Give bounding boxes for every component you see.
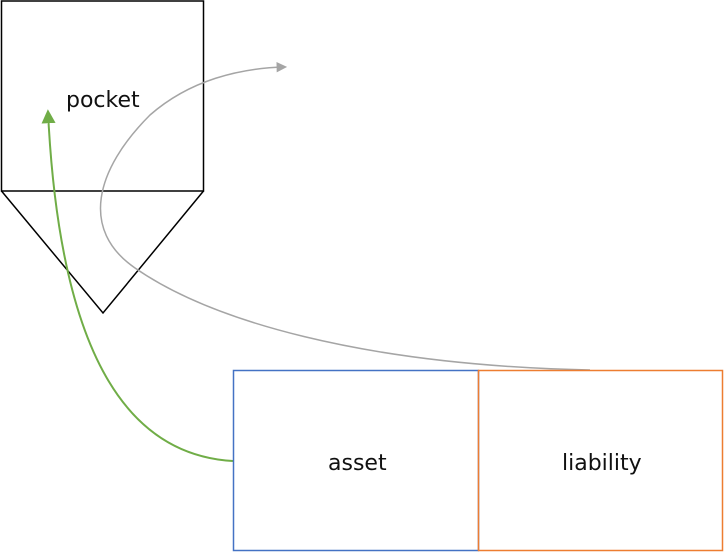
liability-box bbox=[477, 369, 724, 552]
liability-outflow-arrow bbox=[99, 61, 591, 371]
liability-label: liability bbox=[562, 451, 642, 476]
pocket-label: pocket bbox=[66, 88, 140, 113]
asset-to-pocket-arrow bbox=[41, 109, 234, 462]
pocket-shape bbox=[0, 0, 205, 315]
pocket-point bbox=[0, 190, 205, 315]
asset-label: asset bbox=[328, 451, 387, 476]
